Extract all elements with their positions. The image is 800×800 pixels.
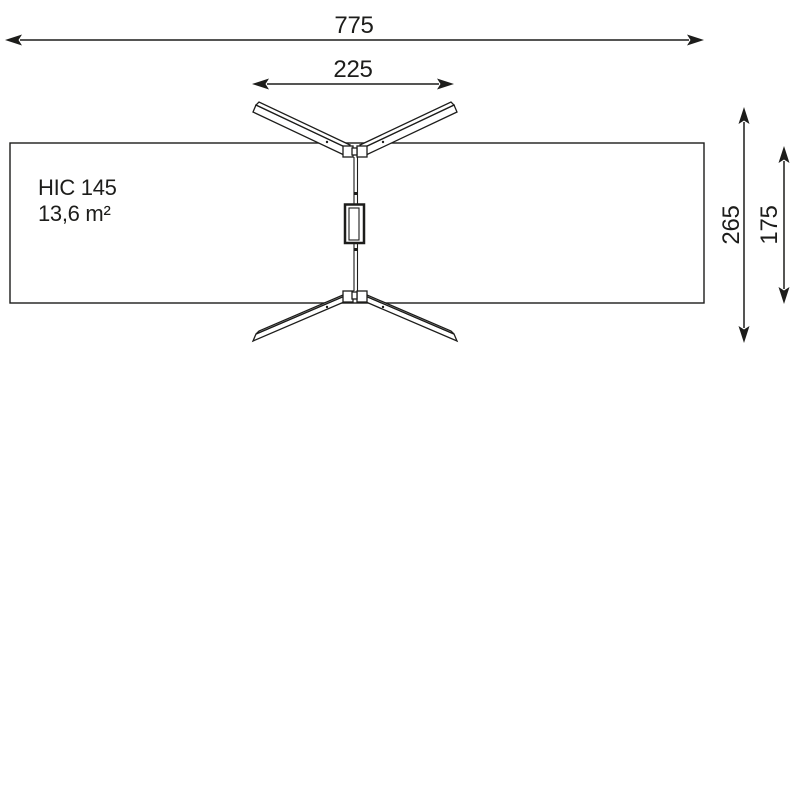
arrowhead-down-icon (738, 326, 750, 343)
arrowhead-left-icon (252, 78, 269, 90)
arrowhead-up-icon (778, 146, 790, 163)
dimension-label-overall-depth: 265 (718, 205, 745, 244)
dimension-zone-depth: 175 (756, 146, 790, 304)
dimension-overall-depth: 265 (718, 107, 750, 343)
post-joint-mark (353, 192, 358, 195)
post-joint-mark (353, 248, 358, 251)
center-panel-outer (343, 203, 366, 245)
pivot-block (356, 290, 368, 303)
zone-label-code: HIC 145 (38, 175, 117, 200)
arrowhead-up-icon (738, 107, 750, 124)
dimension-equipment-width: 225 (252, 56, 454, 90)
arrowhead-down-icon (778, 287, 790, 304)
dimension-overall-width: 775 (5, 12, 704, 46)
arrowhead-right-icon (437, 78, 454, 90)
zone-label-area: 13,6 m² (38, 201, 110, 226)
pivot-block (356, 145, 368, 158)
bolt-dot (381, 305, 385, 309)
pivot-connector (351, 147, 358, 156)
center-panel-inner (348, 207, 360, 241)
dimension-label-equipment-width: 225 (333, 56, 372, 83)
arrowhead-left-icon (5, 34, 22, 46)
bolt-dot (325, 305, 329, 309)
arm-top-face (254, 101, 352, 149)
arm-top-face (358, 101, 456, 149)
bolt-dot (381, 140, 385, 144)
pivot-connector (351, 291, 358, 300)
dimension-label-zone-depth: 175 (756, 205, 783, 244)
dimension-label-overall-width: 775 (334, 12, 373, 39)
equipment-plan-view (251, 101, 459, 343)
bolt-dot (325, 140, 329, 144)
arrowhead-right-icon (687, 34, 704, 46)
